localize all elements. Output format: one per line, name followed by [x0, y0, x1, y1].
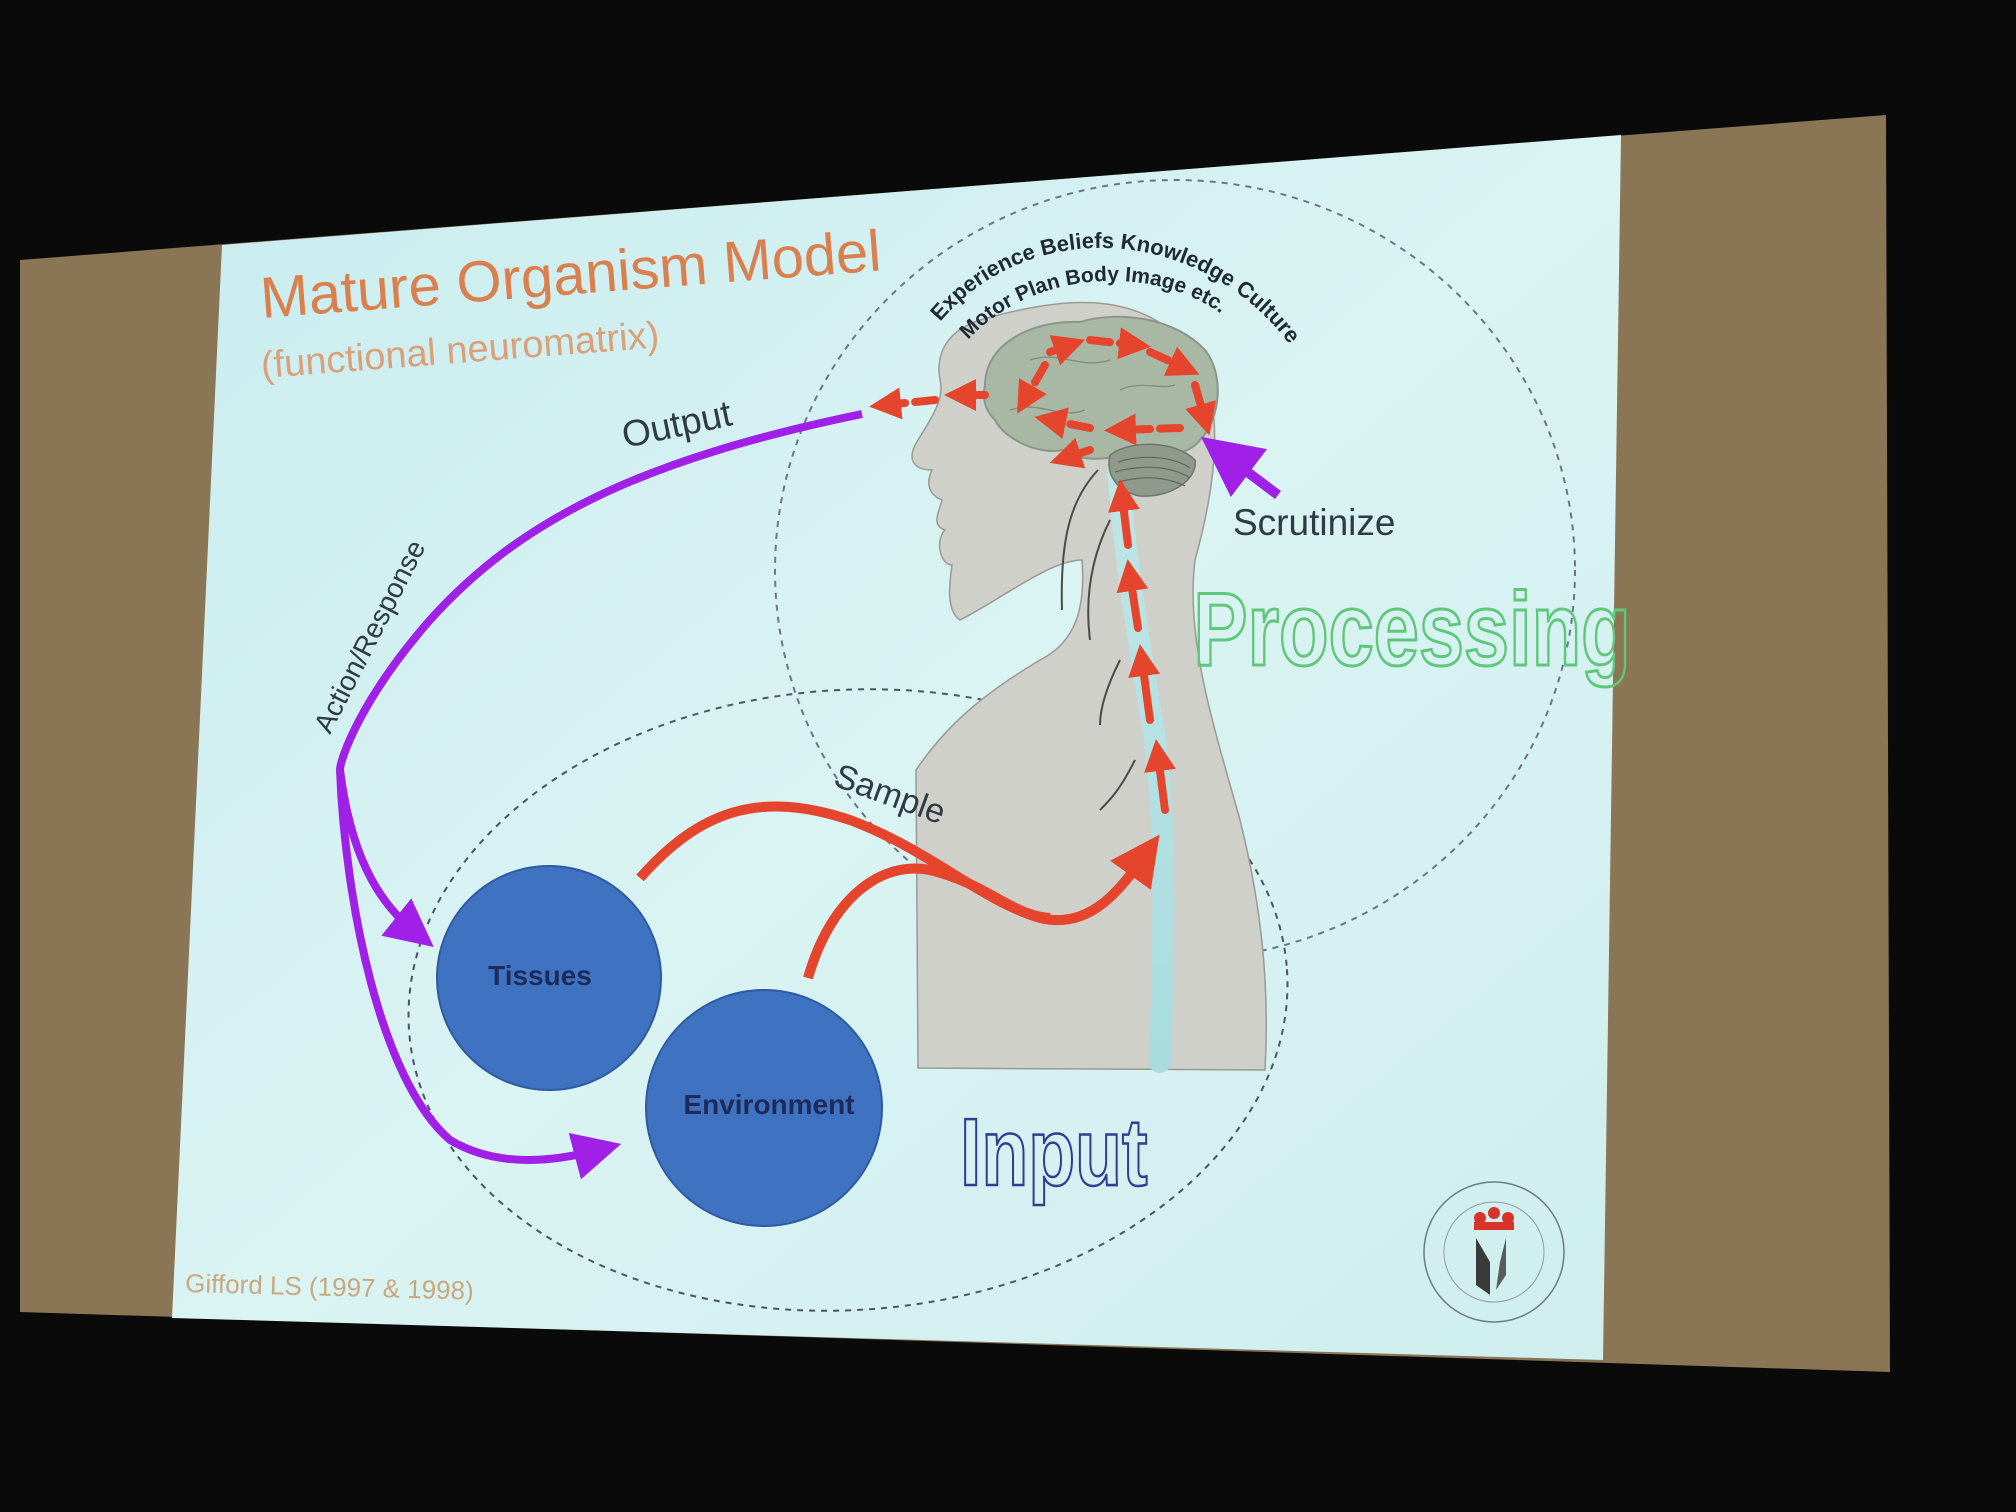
- scrutinize-arrow: [1201, 436, 1282, 499]
- brain-processing-arrows: [869, 327, 1216, 469]
- nerve-lines: [1060, 469, 1136, 811]
- response-arrow-to-environment: [336, 769, 622, 1180]
- output-arrow: [336, 410, 863, 771]
- spinal-input-arrows: [1108, 479, 1176, 814]
- institution-logo: [1423, 1181, 1565, 1323]
- scrutinize-label: Scrutinize: [1233, 502, 1395, 543]
- input-region-circle: [407, 688, 1289, 1312]
- head-silhouette: [911, 301, 1268, 1071]
- tissues-circle: [436, 865, 662, 1091]
- processing-region-circle: [774, 179, 1576, 961]
- processing-label: Processing: [1193, 571, 1630, 687]
- tissues-label: Tissues: [488, 960, 592, 991]
- environment-label: Environment: [683, 1089, 854, 1120]
- sample-arrow-from-environment: [803, 863, 1051, 980]
- sample-arrow-from-tissues: [636, 801, 1160, 926]
- environment-circle: [645, 989, 883, 1227]
- input-label: Input: [960, 1099, 1148, 1206]
